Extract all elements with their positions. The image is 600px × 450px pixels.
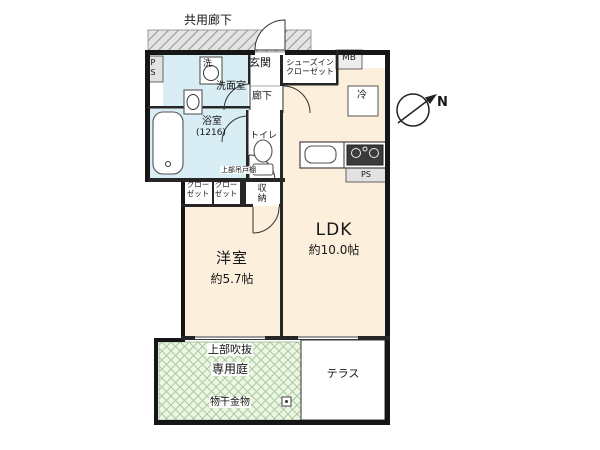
wall: [145, 50, 255, 55]
toilet-bowl-icon: [253, 139, 273, 163]
entrance-door-arc: [254, 19, 286, 51]
washer-drum-icon: [203, 65, 219, 81]
ps-kitchen-label: PS: [361, 170, 371, 179]
bath-label: 浴室: [202, 116, 222, 127]
washroom-door-arc: [223, 83, 251, 111]
fridge-label: 冷: [357, 90, 367, 101]
washroom-label: 洗面室: [216, 81, 246, 92]
shared-corridor-label: 共用廊下: [184, 13, 233, 27]
closet-right-label: クロー ゼット: [213, 180, 239, 199]
fridge-box: [347, 85, 379, 117]
laundry-bracket-dot: [285, 400, 288, 403]
wall: [280, 55, 283, 86]
ldk-nook-area: [338, 68, 386, 86]
wall: [154, 420, 390, 425]
ldk-label: LDK: [315, 220, 353, 240]
toilet-door-arc: [248, 154, 276, 182]
stove-burner-icon: [369, 148, 379, 158]
terrace-area: [300, 339, 386, 421]
stove-burner-icon: [351, 148, 361, 158]
bathtub-icon: [152, 111, 184, 175]
bath-size-label: (1216): [196, 128, 226, 138]
hallway-label: 廊下: [252, 91, 272, 102]
closet-left-label: クロー ゼット: [185, 180, 211, 199]
laundry-hardware-label: 物干金物: [209, 397, 251, 408]
bedroom-label: 洋室: [215, 249, 248, 267]
wall: [265, 336, 284, 340]
ldk-door-arc: [282, 85, 311, 114]
private-garden-label: 専用庭: [210, 362, 249, 376]
bathtub-drain-icon: [165, 161, 171, 167]
wall: [279, 204, 283, 207]
void-above-label: 上部吹抜: [207, 343, 253, 356]
ldk-size-label: 約10.0帖: [308, 243, 360, 257]
wall: [282, 83, 338, 86]
bath-door-arc: [221, 115, 249, 143]
wall: [212, 180, 214, 206]
wall: [148, 178, 285, 182]
wall: [246, 110, 249, 180]
shared-corridor-area: [147, 29, 312, 53]
mb-label: MB: [342, 53, 356, 63]
wall: [181, 204, 253, 207]
wall: [181, 336, 195, 340]
ldk-area: [282, 85, 386, 336]
wall: [248, 55, 251, 84]
closet-right-label-line1: クロー: [214, 180, 238, 189]
closet-left-label-line1: クロー: [186, 180, 210, 189]
wall: [280, 110, 283, 338]
upper-cabinet-label: 上部吊戸棚: [220, 166, 257, 174]
vanity-bowl-icon: [186, 94, 200, 110]
closet-left-label-line2: ゼット: [186, 188, 210, 198]
closet-right-label-line2: ゼット: [214, 188, 238, 198]
ps-top-label: PS: [148, 58, 158, 78]
entrance-label: 玄関: [249, 56, 271, 69]
wall: [336, 50, 339, 85]
wall: [240, 178, 246, 206]
toilet-label: トイレ: [250, 131, 278, 141]
stove-burner-icon: [362, 146, 368, 152]
wall: [145, 50, 150, 182]
wall: [154, 338, 158, 425]
compass-circle: [396, 93, 430, 127]
bedroom-door-arc: [252, 206, 280, 234]
bedroom-area: [184, 206, 280, 336]
washer-label: 洗: [203, 59, 213, 69]
storage-label: 収納: [255, 183, 266, 203]
compass-arrowhead-icon: [425, 94, 437, 104]
shoe-closet-label-line1: シューズイン: [286, 58, 334, 67]
compass-needle: [397, 97, 432, 124]
shoe-closet-label-line2: クローゼット: [286, 67, 334, 77]
bedroom-size-label: 約5.7帖: [210, 272, 254, 286]
vanity-icon: [183, 89, 203, 115]
shoe-closet-label: シューズイン クローゼット: [284, 58, 336, 77]
north-label: N: [437, 95, 448, 110]
kitchen-sink-icon: [304, 145, 337, 164]
wall: [154, 338, 185, 342]
wall: [358, 336, 390, 340]
terrace-label: テラス: [326, 367, 360, 380]
wall: [385, 50, 390, 425]
stove-icon: [346, 144, 384, 166]
wall: [280, 336, 298, 340]
washer-icon: [199, 56, 223, 85]
wall: [181, 178, 185, 342]
